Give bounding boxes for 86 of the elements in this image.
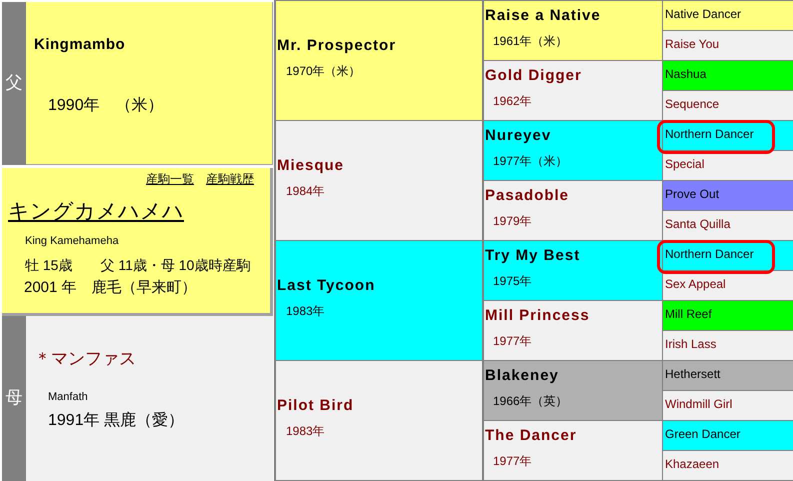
pedigree-cell <box>484 301 662 360</box>
horse-name: Northern Dancer <box>665 128 754 142</box>
pedigree-cell <box>484 241 662 300</box>
pedigree-cell <box>484 1 662 60</box>
pedigree-cell <box>663 421 793 450</box>
birth-year: 1961年（米） <box>493 35 568 49</box>
horse-name: Mill Princess <box>485 307 590 324</box>
horse-name: Sex Appeal <box>665 278 726 292</box>
birth-year: 1979年 <box>493 215 532 229</box>
horse-name: Native Dancer <box>665 8 742 22</box>
pedigree-cell <box>276 121 482 240</box>
horse-name: Pilot Bird <box>277 397 354 414</box>
birth-info: 1991年 黒鹿（愛） <box>48 412 184 430</box>
pedigree-cell <box>663 241 793 270</box>
horse-name: Windmill Girl <box>665 398 732 412</box>
birth-year: 1975年 <box>493 275 532 289</box>
horse-name: Khazaeen <box>665 458 720 472</box>
horse-name: Raise You <box>665 38 720 52</box>
horse-name: キングカメハメハ <box>8 200 184 224</box>
birth-year: 1970年（米） <box>286 65 361 79</box>
pedigree-cell <box>276 361 482 480</box>
horse-name: Special <box>665 158 704 172</box>
band-label: 母 <box>4 388 24 408</box>
pedigree-cell <box>663 361 793 390</box>
pedigree-cell <box>663 211 793 240</box>
pedigree-cell <box>663 391 793 420</box>
link: 産駒戦歴 <box>206 173 254 187</box>
band-label: 父 <box>4 73 24 93</box>
pedigree-cell <box>663 31 793 60</box>
horse-name: Last Tycoon <box>277 277 376 294</box>
pedigree-cell <box>663 181 793 210</box>
info-panel <box>2 168 273 316</box>
pedigree-cell <box>663 151 793 180</box>
pedigree-cell <box>663 301 793 330</box>
pedigree-cell <box>663 271 793 300</box>
pedigree-cell <box>484 121 662 180</box>
horse-name: Irish Lass <box>665 338 716 352</box>
parent-panel <box>26 316 273 481</box>
horse-name: Mill Reef <box>665 308 712 322</box>
horse-name: Hethersett <box>665 368 720 382</box>
horse-name: Pasadoble <box>485 187 570 204</box>
birth-year: 1977年 <box>493 335 532 349</box>
horse-name: Miesque <box>277 157 344 174</box>
parent-panel <box>26 2 273 165</box>
pedigree-cell <box>663 451 793 480</box>
romanized-name: King Kamehameha <box>25 235 119 248</box>
horse-name: ＊マンファス <box>34 349 136 369</box>
horse-name: Try My Best <box>485 247 580 264</box>
horse-name: Mr. Prospector <box>277 37 396 54</box>
birth-year: 1962年 <box>493 95 532 109</box>
link: 産駒一覧 <box>146 173 194 187</box>
pedigree-cell <box>663 121 793 150</box>
pedigree-cell <box>276 1 482 120</box>
pedigree-cell <box>484 361 662 420</box>
horse-name: Santa Quilla <box>665 218 730 232</box>
label-band <box>2 316 26 481</box>
birth-year: 1977年 <box>493 455 532 469</box>
pedigree-cell <box>484 181 662 240</box>
horse-name: Blakeney <box>485 367 559 384</box>
pedigree-cell <box>663 61 793 90</box>
pedigree-cell <box>484 421 662 480</box>
romanized-name: Manfath <box>48 391 88 404</box>
pedigree-cell <box>663 331 793 360</box>
pedigree-cell <box>484 61 662 120</box>
pedigree-cell <box>663 91 793 120</box>
horse-details: 牡 15歳 父 11歳・母 10歳時産駒 <box>25 257 250 274</box>
pedigree-cell <box>663 1 793 30</box>
horse-name: Nureyev <box>485 127 552 144</box>
birth-year: 1966年（英） <box>493 395 568 409</box>
pedigree-cell <box>276 241 482 360</box>
horse-name: Northern Dancer <box>665 248 754 262</box>
horse-name: Green Dancer <box>665 428 740 442</box>
birth-year: 1983年 <box>286 425 325 439</box>
birth-year: 1984年 <box>286 185 325 199</box>
birth-year: 1983年 <box>286 305 325 319</box>
horse-name: Sequence <box>665 98 720 112</box>
birth-year: 1977年（米） <box>493 155 568 169</box>
horse-name: Nashua <box>665 68 706 82</box>
label-band <box>2 2 26 165</box>
birth-info: 1990年 （米） <box>48 97 164 116</box>
horse-name: Kingmambo <box>34 36 126 54</box>
horse-details: 2001 年 鹿毛（早来町） <box>24 279 197 296</box>
horse-name: Prove Out <box>665 188 720 202</box>
horse-name: Gold Digger <box>485 67 582 84</box>
horse-name: Raise a Native <box>485 7 601 24</box>
horse-name: The Dancer <box>485 427 577 444</box>
